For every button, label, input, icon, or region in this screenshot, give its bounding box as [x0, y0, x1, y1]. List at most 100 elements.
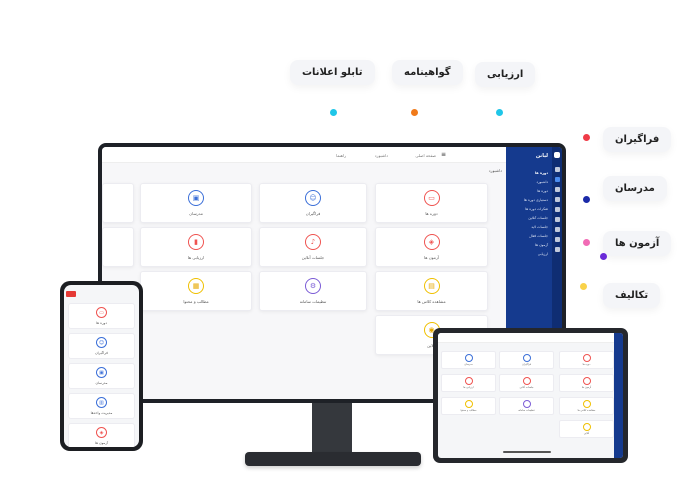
card-teachers[interactable]: ▣ مدرسان — [140, 183, 252, 223]
phone-card-courses[interactable]: ▭ دوره ها — [68, 303, 135, 329]
tablet: دوره ها فراگیران مدرسان آزمون ها جلسات آ… — [433, 328, 628, 463]
users-icon: ☺ — [96, 337, 107, 348]
content-icon: ▦ — [188, 278, 204, 294]
sidebar-item-sessions[interactable]: جلسات لاید — [531, 225, 548, 229]
card-partial-1[interactable] — [102, 183, 134, 223]
card-partial-2[interactable] — [102, 227, 134, 267]
tablet-card-label: آنلاین — [583, 432, 590, 435]
tablet-card[interactable]: آزمون ها — [559, 374, 614, 392]
tablet-card-label: جلسات آنلاین — [519, 386, 534, 389]
phone-card-units[interactable]: ▥ مدیریت واحدها — [68, 393, 135, 419]
phone-card-label: فراگیران — [95, 351, 108, 355]
logo-mark — [554, 152, 560, 158]
users-icon[interactable] — [555, 197, 560, 202]
tablet-card-label: دوره ها — [582, 363, 591, 366]
topbar-home-link[interactable]: صفحه اصلی — [415, 153, 436, 158]
active-icon[interactable] — [555, 177, 560, 182]
teacher-icon: ▣ — [188, 190, 204, 206]
sidebar-item-assistants[interactable]: دستیاری دوره ها — [523, 198, 548, 202]
extra-icon — [582, 423, 591, 431]
teacher-icon — [464, 354, 473, 362]
tablet-card[interactable]: دوره ها — [559, 351, 614, 369]
card-evaluation-label: ارزیابی ها — [187, 255, 205, 260]
microphone-icon: ♪ — [305, 234, 321, 250]
chip-exams: آزمون ها — [603, 231, 672, 256]
teacher-icon: ▣ — [96, 367, 107, 378]
book-icon[interactable] — [555, 187, 560, 192]
phone-card-teachers[interactable]: ▣ مدرسان — [68, 363, 135, 389]
yellow-dot — [580, 283, 587, 290]
card-classes-label: مشاهده کلاس ها — [417, 299, 446, 304]
tablet-card[interactable]: مطالب و محتوا — [441, 397, 496, 415]
navy-dot — [583, 196, 590, 203]
red-dot — [583, 134, 590, 141]
purple-dot — [600, 253, 607, 260]
card-teachers-label: مدرسان — [189, 211, 203, 216]
card-online-sessions[interactable]: ♪ جلسات آنلاین — [259, 227, 367, 267]
tablet-card-label: فراگیران — [521, 363, 532, 366]
card-settings[interactable]: ⚙ تنظیمات سامانه — [259, 271, 367, 311]
tablet-topbar — [438, 333, 614, 343]
sidebar-item-courses-header[interactable]: دوره ها — [534, 171, 548, 175]
topbar-dashboard-link[interactable]: داشبورد — [374, 153, 388, 158]
card-settings-label: تنظیمات سامانه — [299, 299, 327, 304]
sidebar-item-courses[interactable]: دوره ها — [537, 189, 548, 193]
chip-certificate: گواهینامه — [392, 60, 463, 85]
sidebar-item-reflections[interactable]: تفکرات دوره ها — [525, 207, 548, 211]
calendar-icon[interactable] — [555, 207, 560, 212]
monitor-icon — [582, 354, 591, 362]
message-icon[interactable] — [555, 217, 560, 222]
home-icon[interactable] — [555, 167, 560, 172]
orange-dot — [411, 109, 418, 116]
sidebar-icon-rail — [552, 147, 562, 399]
tablet-card[interactable]: فراگیران — [499, 351, 554, 369]
cyan-dot-2 — [496, 109, 503, 116]
class-icon: ▤ — [423, 278, 440, 294]
sidebar-item-online[interactable]: جلسات آنلاین — [528, 216, 548, 220]
tablet-sidebar — [614, 333, 623, 458]
topbar-help-link[interactable]: راهنما — [336, 153, 346, 158]
chart-icon[interactable] — [555, 227, 560, 232]
exam-icon: ◈ — [96, 427, 107, 438]
tablet-card[interactable]: ارزیابی ها — [441, 374, 496, 392]
monitor: صفحه اصلی داشبورد راهنما ≡ داشبورد ▭ دور… — [98, 143, 566, 403]
tablet-card[interactable]: مدرسان — [441, 351, 496, 369]
card-classes[interactable]: ▤ مشاهده کلاس ها — [375, 271, 488, 311]
sidebar-item-dashboard[interactable]: داشبورد — [536, 180, 548, 184]
chart-icon — [464, 377, 473, 385]
card-content[interactable]: ▦ مطالب و محتوا — [140, 271, 252, 311]
card-evaluations[interactable]: ▮ ارزیابی ها — [140, 227, 252, 267]
phone-card-label: مدرسان — [95, 381, 108, 385]
settings-icon[interactable] — [555, 237, 560, 242]
tablet-card[interactable]: آنلاین — [559, 420, 614, 438]
card-exams[interactable]: ◈ آزمون ها — [375, 227, 488, 267]
breadcrumb: داشبورد — [488, 168, 502, 173]
sidebar-item-exams[interactable]: آزمون ها — [535, 243, 548, 247]
sidebar-item-evaluation[interactable]: ارزیابی — [537, 252, 548, 256]
tablet-card-label: آزمون ها — [581, 386, 592, 389]
chip-teachers: مدرسان — [603, 176, 667, 201]
menu-icon[interactable]: ≡ — [440, 151, 446, 158]
app-logo: لیانن — [535, 153, 548, 159]
chip-assignments: تکالیف — [603, 283, 661, 308]
cyan-dot — [330, 109, 337, 116]
card-learners[interactable]: ☺ فراگیران — [259, 183, 367, 223]
sidebar-item-active[interactable]: جلسات فعال — [529, 234, 548, 238]
monitor-icon: ▭ — [423, 190, 440, 206]
chip-notice-board: تابلو اعلانات — [290, 60, 375, 85]
tablet-card[interactable]: مشاهده کلاس ها — [559, 397, 614, 415]
logout-icon[interactable] — [555, 247, 560, 252]
monitor-base — [245, 452, 421, 466]
phone-card-learners[interactable]: ☺ فراگیران — [68, 333, 135, 359]
users-icon: ☺ — [305, 190, 321, 206]
phone: ▭ دوره ها ☺ فراگیران ▣ مدرسان ▥ مدیریت و… — [60, 281, 143, 451]
card-content-label: مطالب و محتوا — [183, 299, 209, 304]
tablet-card[interactable]: تنظیمات سامانه — [499, 397, 554, 415]
phone-card-exams[interactable]: ◈ آزمون ها — [68, 423, 135, 447]
tablet-card[interactable]: جلسات آنلاین — [499, 374, 554, 392]
card-online-label: جلسات آنلاین — [301, 255, 325, 260]
phone-header-badge — [66, 291, 76, 297]
card-learners-label: فراگیران — [305, 211, 321, 216]
phone-card-label: مدیریت واحدها — [90, 411, 113, 415]
card-courses[interactable]: ▭ دوره ها — [375, 183, 488, 223]
